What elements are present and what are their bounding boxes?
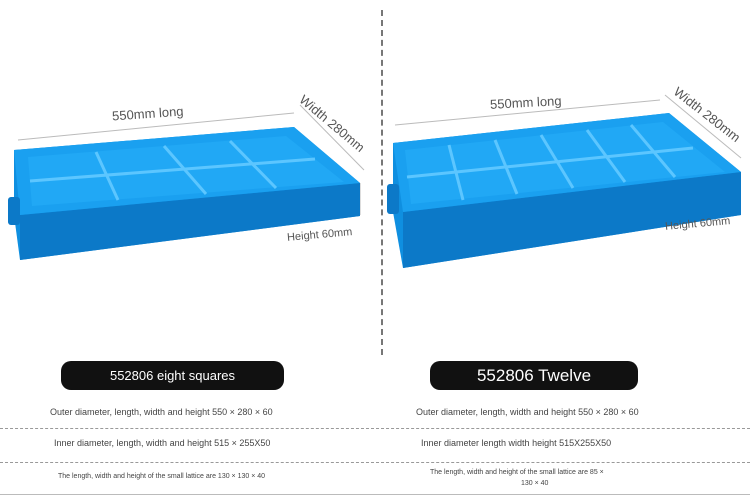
- row-separator: [0, 428, 750, 429]
- divider: [406, 146, 694, 179]
- left-product-title: 552806 eight squares: [61, 361, 284, 390]
- tray-front-wall: [403, 172, 741, 268]
- right-inner-spec: Inner diameter length width height 515X2…: [421, 438, 612, 448]
- width-dimension-line: [664, 94, 742, 159]
- tray-front-wall: [20, 183, 360, 260]
- length-dimension-line: [394, 99, 661, 126]
- twelve-compartment-tray-image: [387, 94, 742, 268]
- left-inner-spec: Inner diameter, length, width and height…: [54, 438, 271, 448]
- tray-handle: [387, 184, 399, 214]
- left-outer-spec: Outer diameter, length, width and height…: [50, 407, 273, 417]
- divider: [29, 157, 316, 183]
- left-lattice-spec: The length, width and height of the smal…: [58, 473, 266, 480]
- right-product-title: 552806 Twelve: [430, 361, 638, 390]
- right-lattice-spec-line2: 130 × 40: [521, 480, 549, 487]
- tray-handle: [8, 197, 20, 225]
- right-lattice-spec-line1: The length, width and height of the smal…: [430, 469, 604, 476]
- right-outer-spec: Outer diameter, length, width and height…: [416, 407, 639, 417]
- width-dimension-line: [299, 104, 365, 171]
- left-product-panel: 550mm long Width 280mm Height 60mm: [0, 0, 375, 355]
- eight-compartment-tray-image: [8, 104, 365, 260]
- panel-divider: [381, 10, 383, 355]
- length-dimension-line: [17, 112, 295, 141]
- right-product-panel: 550mm long Width 280mm Height 60mm: [375, 0, 750, 355]
- row-separator: [0, 494, 750, 495]
- row-separator: [0, 462, 750, 463]
